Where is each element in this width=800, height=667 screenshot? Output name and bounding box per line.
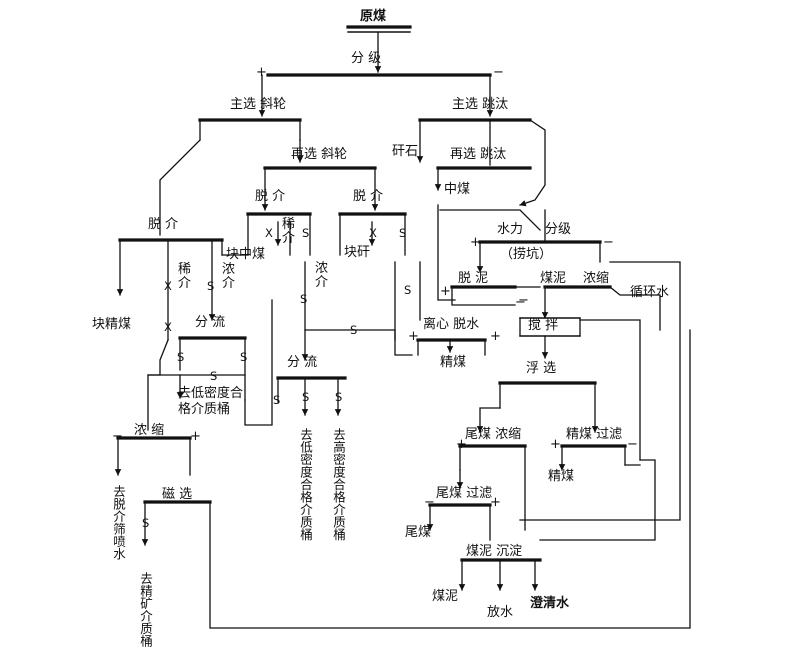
sign-plus: + [256, 65, 267, 80]
lump-clean-coal: 块精煤 [92, 317, 132, 332]
dilute-medium-2: 稀 介 [282, 217, 296, 246]
slime: 煤泥 [540, 271, 567, 286]
discharge-water: 放水 [487, 605, 514, 620]
sign-minus: − [627, 437, 638, 452]
title-raw-coal: 原煤 [360, 9, 387, 24]
high-density-medium-note: 去高密度合格介质桶 [331, 428, 346, 541]
slime-out: 煤泥 [432, 589, 459, 604]
thicken-top: 浓缩 [583, 271, 610, 286]
circulating-water: 循环水 [630, 285, 670, 300]
tail-coal-out: 尾煤 [405, 525, 432, 540]
sign-plus: + [550, 437, 561, 452]
sign-plus: + [470, 235, 481, 250]
marker-s: S [404, 283, 412, 297]
thicken-low: 浓 缩 [134, 423, 165, 438]
dm-3: 脱 介 [148, 217, 179, 232]
spray-water-note: 去脱介筛喷水 [111, 485, 126, 560]
marker-s: S [399, 226, 407, 240]
tail-thicken: 尾煤 浓缩 [465, 427, 522, 442]
marker-s: S [273, 393, 281, 407]
classify-1: 分 级 [351, 51, 382, 66]
marker-s: S [240, 350, 248, 364]
marker-s: S [302, 226, 310, 240]
sign-plus: + [440, 284, 451, 299]
centrifuge: 离心 脱水 [423, 317, 480, 332]
remove-low-medium: 去低密度合格介质桶 [178, 386, 244, 417]
marker-s: S [142, 516, 150, 530]
dm-1: 脱 介 [255, 189, 286, 204]
thick-medium: 浓 介 [222, 262, 236, 291]
marker-s: S [300, 292, 308, 306]
middling-top: 中煤 [444, 182, 471, 197]
classify-2: 分级 [545, 222, 572, 237]
split-1: 分 流 [195, 315, 226, 330]
sign-minus: − [112, 429, 123, 444]
marker-s: S [302, 390, 310, 404]
marker-x: X [265, 226, 273, 240]
tail-filter: 尾煤 过滤 [436, 486, 493, 501]
flotation: 浮 选 [526, 361, 557, 376]
dilute-medium: 稀介 [178, 262, 192, 291]
marker-s: S [335, 390, 343, 404]
clean-filter: 精煤 过滤 [566, 427, 623, 442]
sign-minus: − [603, 235, 614, 250]
gangue: 矸石 [392, 144, 419, 159]
pit: （捞坑） [500, 247, 553, 262]
clean-coal-out: 精煤 [548, 469, 575, 484]
low-density-medium-note: 去低密度合格介质桶 [298, 428, 313, 541]
reselect-b: 再选 跳汰 [450, 147, 507, 162]
thick-medium-2: 浓介 [315, 261, 329, 290]
sign-minus: − [518, 293, 529, 308]
dm-2: 脱 介 [353, 189, 384, 204]
sign-plus: + [408, 329, 419, 344]
concentrate-medium-note: 去精矿介质桶 [138, 572, 153, 647]
split-2: 分 流 [287, 355, 318, 370]
reselect-a: 再选 斜轮 [291, 147, 348, 162]
deslime: 脱 泥 [458, 271, 489, 286]
sign-plus: + [490, 329, 501, 344]
sign-plus: + [456, 437, 467, 452]
marker-x: X [164, 279, 172, 293]
clear-water: 澄清水 [530, 596, 570, 611]
sign-minus: − [424, 495, 435, 510]
marker-x: X [369, 226, 377, 240]
sign-minus: − [493, 65, 504, 80]
main-select-a: 主选 斜轮 [230, 97, 287, 112]
marker-x: X [164, 320, 172, 334]
stir: 搅 拌 [528, 318, 559, 333]
marker-s: S [210, 369, 218, 383]
marker-s: S [207, 279, 215, 293]
clean-coal-mid: 精煤 [440, 355, 467, 370]
magnetic-separation: 磁 选 [162, 487, 193, 502]
lump-middling: 块中煤 [226, 247, 266, 262]
marker-s: S [177, 350, 185, 364]
main-select-b: 主选 跳汰 [452, 97, 509, 112]
sign-plus: + [190, 429, 201, 444]
sign-plus: + [490, 495, 501, 510]
hydro: 水力 [497, 222, 524, 237]
slime-settle: 煤泥 沉淀 [466, 544, 523, 559]
marker-s: S [350, 323, 358, 337]
lump-gangue: 块矸 [344, 245, 371, 260]
sign-minus: − [515, 295, 526, 310]
